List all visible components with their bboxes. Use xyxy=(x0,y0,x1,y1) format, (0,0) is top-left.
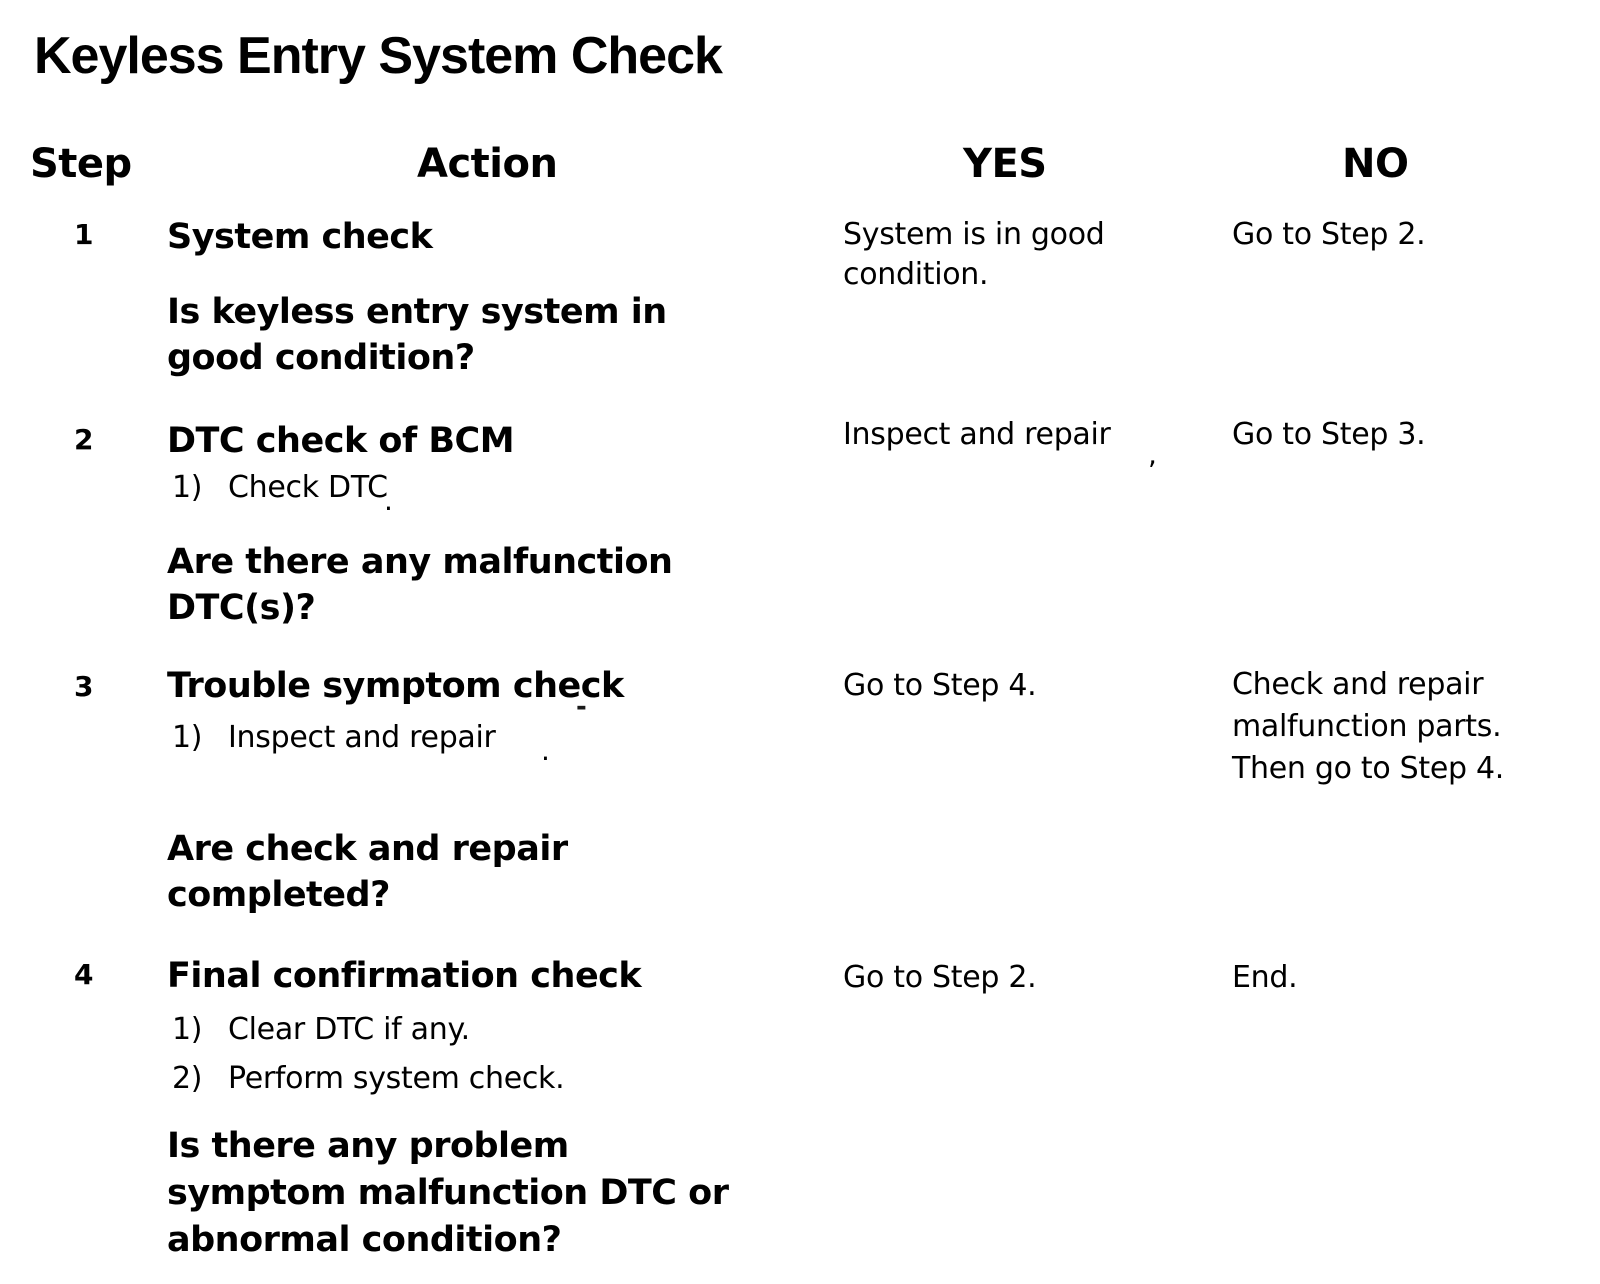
step-number: 1 xyxy=(74,218,94,251)
action-item-text: Perform system check. xyxy=(228,1061,565,1096)
action-item-text: Inspect and repair xyxy=(228,720,496,755)
yes-cell: Go to Step 2. xyxy=(843,960,1037,995)
action-item-marker: 1) xyxy=(172,720,203,755)
step-number: 3 xyxy=(74,670,94,703)
action-title: Trouble symptom check xyxy=(167,666,624,706)
question-text: Is there any problem symptom malfunction… xyxy=(167,1126,729,1260)
question-text: Are there any malfunction DTC(s)? xyxy=(167,542,673,628)
no-cell: End. xyxy=(1232,960,1298,995)
action-title: DTC check of BCM xyxy=(167,421,515,461)
yes-cell: Inspect and repair xyxy=(843,417,1111,452)
column-header-action: Action xyxy=(417,141,558,187)
artifact-dot: . xyxy=(541,734,550,767)
question-text: Is keyless entry system in good conditio… xyxy=(167,292,667,378)
artifact-dot: . xyxy=(384,484,393,517)
yes-cell: System is in good condition. xyxy=(843,217,1105,292)
page-title: Keyless Entry System Check xyxy=(34,27,723,85)
no-cell: Check and repair malfunction parts. Then… xyxy=(1232,667,1504,786)
yes-cell: Go to Step 4. xyxy=(843,668,1037,703)
no-cell: Go to Step 3. xyxy=(1232,417,1426,452)
artifact-dash: - xyxy=(576,692,587,722)
action-item-text: Clear DTC if any. xyxy=(228,1012,470,1047)
step-number: 4 xyxy=(74,958,94,991)
artifact-comma: , xyxy=(1148,438,1157,471)
question-text: Are check and repair completed? xyxy=(167,829,568,915)
action-item-marker: 2) xyxy=(172,1061,203,1096)
action-title: Final confirmation check xyxy=(167,956,642,996)
no-cell: Go to Step 2. xyxy=(1232,217,1426,252)
action-item-text: Check DTC xyxy=(228,470,388,505)
action-item-marker: 1) xyxy=(172,470,203,505)
action-item-marker: 1) xyxy=(172,1012,203,1047)
column-header-yes: YES xyxy=(963,141,1047,187)
action-title: System check xyxy=(167,217,433,257)
column-header-no: NO xyxy=(1342,141,1409,187)
step-number: 2 xyxy=(74,423,94,456)
column-header-step: Step xyxy=(30,141,132,187)
